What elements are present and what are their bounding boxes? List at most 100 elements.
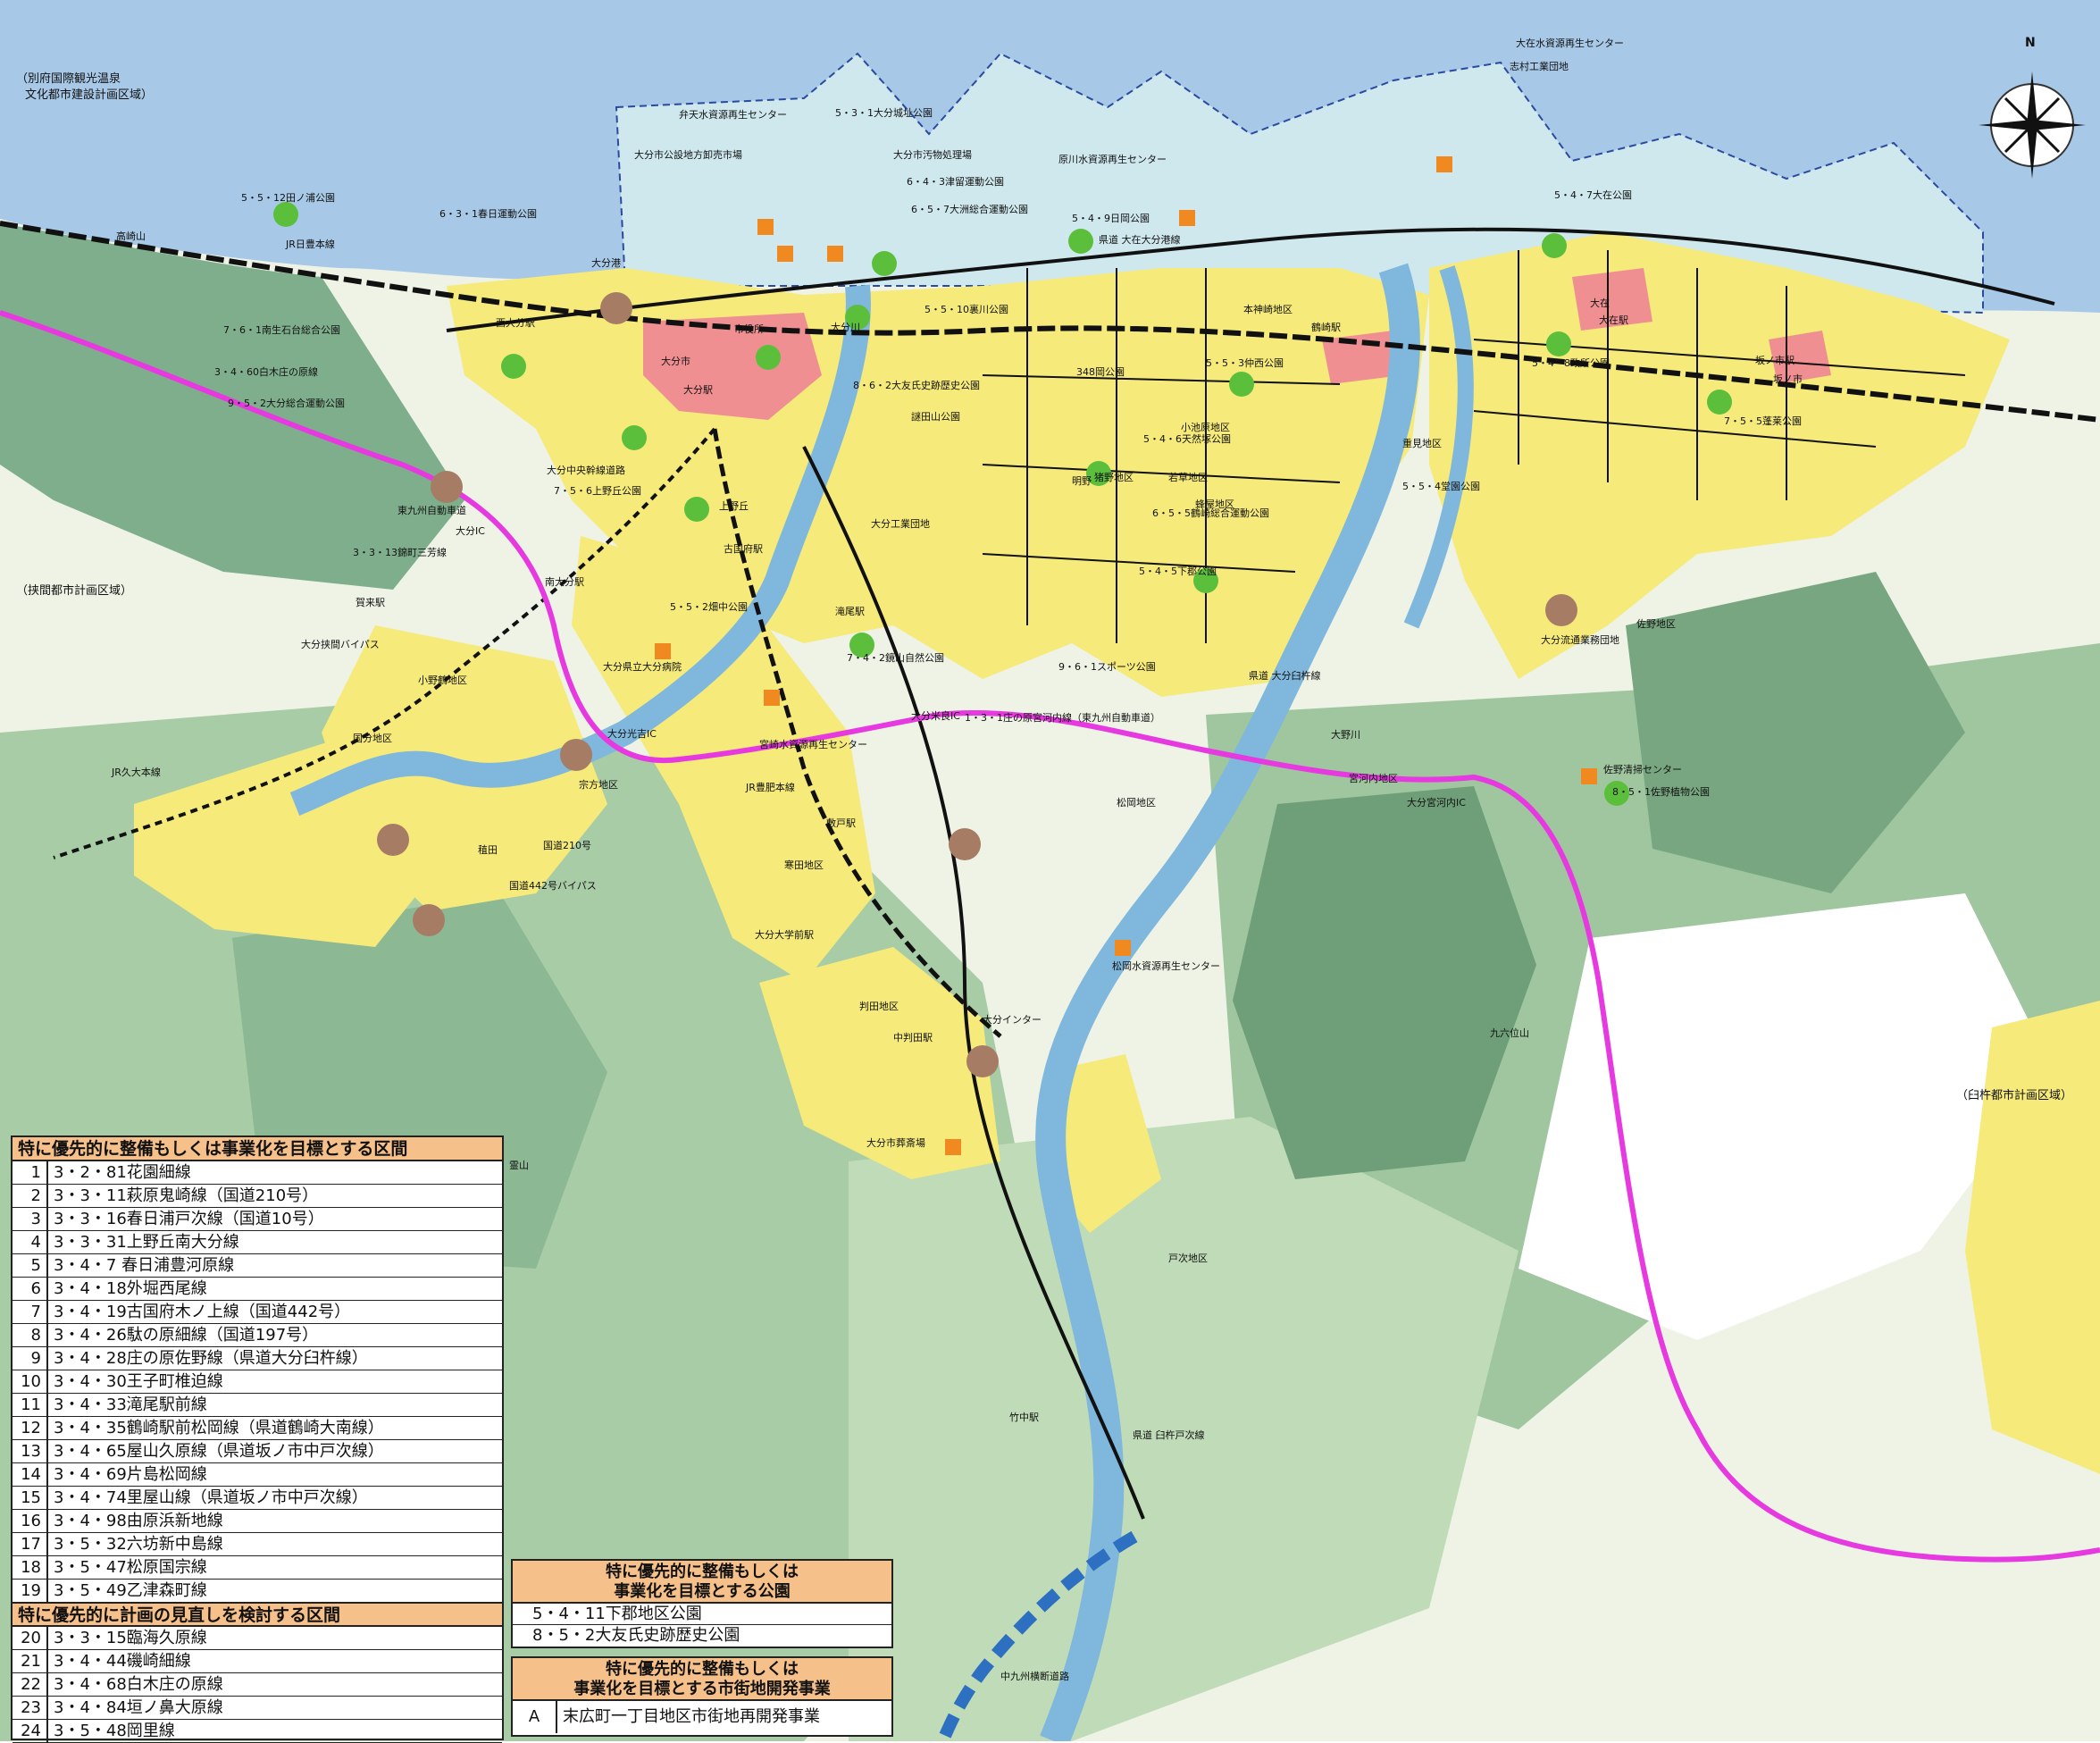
oka-label: 348岡公園 (1076, 366, 1125, 378)
legend-redev-name: 末広町一丁目地区市街地再開発事業 (563, 1707, 820, 1726)
legend-priority-parks: 特に優先的に整備もしくは 事業化を目標とする公園 5・4・11下郡地区公園 8・… (511, 1559, 893, 1648)
ic-marker (560, 739, 592, 771)
park-marker (1193, 568, 1218, 593)
ken-ozai-label: 県道 大在大分港線 (1099, 233, 1181, 246)
ueno-label: 上野丘 (719, 500, 749, 512)
otsu-river (1403, 265, 1474, 629)
legend-road-number: 11 (13, 1394, 48, 1416)
higashi-kyushu-label: 1・3・1庄の原宮河内線（東九州自動車道） (965, 711, 1160, 724)
onoyama-label: 大分大学前駅 (755, 928, 814, 941)
shiki-label: 敷戸駅 (826, 817, 856, 829)
takenaka-label: 竹中駅 (1009, 1411, 1039, 1423)
wakakusa-label: 若草地区 (1168, 472, 1208, 483)
region-beppu-1: （別府国際観光温泉 (16, 71, 121, 86)
legend-road-number: 6 (13, 1278, 48, 1300)
mitsuyoshi-label: 3・3・13錦町三芳線 (353, 546, 447, 558)
oita-port-label: 大分港 (591, 256, 621, 269)
miyagawauchi-label: 宮河内地区 (1349, 772, 1398, 784)
sports-park-label: 9・6・1スポーツ公園 (1058, 661, 1156, 673)
inokuchi-label: 猪野地区 (1094, 472, 1134, 483)
market-label: 大分市公設地方卸売市場 (634, 148, 742, 161)
facility-marker (827, 246, 843, 262)
forest-west (0, 223, 464, 590)
jr-nippo-label: JR日豊本線 (285, 238, 335, 250)
legend-road-name: 3・4・44磯崎細線 (54, 1652, 191, 1671)
legend-road-name: 3・5・48岡里線 (54, 1722, 175, 1740)
legend-road-name: 3・5・32六坊新中島線 (54, 1535, 223, 1554)
higashi-expwy-label: 東九州自動車道 (397, 504, 466, 516)
legend-park-item: 5・4・11下郡地区公園 (513, 1604, 891, 1625)
legend-road-name: 3・3・15臨海久原線 (54, 1629, 207, 1647)
legend-road-number: 23 (13, 1697, 48, 1719)
matsuoka-water-label: 松岡水資源再生センター (1112, 959, 1220, 972)
kunisaki-st-label: 重見地区 (1402, 437, 1442, 449)
legend-road-name: 3・5・47松原国宗線 (54, 1558, 207, 1577)
munekata-label: 宗方地区 (579, 778, 618, 791)
urban-west (134, 733, 447, 947)
facility-marker (1179, 210, 1195, 226)
ozai-label: 大在 (1590, 297, 1610, 309)
benten-water-label: 弁天水資源再生センター (679, 108, 787, 121)
ooita-kogyo-label: 大分工業団地 (871, 517, 930, 530)
minami-oita-label: 南大分駅 (545, 575, 584, 588)
facility-marker (777, 246, 793, 262)
kokudo442-label: 国道442号バイパス (509, 879, 597, 892)
legend-road-name: 3・4・84垣ノ鼻大原線 (54, 1698, 223, 1717)
sports9-label: 9・5・2大分総合運動公園 (228, 397, 345, 409)
mera-ic-label: 大分米良IC (911, 709, 960, 722)
ic-marker (413, 904, 445, 936)
legend-redev-header: 特に優先的に整備もしくは 事業化を目標とする市街地開発事業 (513, 1658, 891, 1701)
higashi-kyushu-expressway (0, 310, 2100, 1563)
commercial-center (643, 313, 822, 420)
onoya-label: 小野鶴地区 (418, 674, 467, 686)
road-grid-central (982, 268, 1341, 643)
facility-marker (1115, 940, 1131, 956)
legend-road-name: 3・5・49乙津森町線 (54, 1581, 207, 1600)
ryutsu-label: 大分流通業務団地 (1541, 633, 1619, 646)
legend-road-name: 3・3・31上野丘南大分線 (54, 1233, 239, 1252)
nishi-oita-label: 西大分駅 (496, 316, 535, 329)
park-marker (849, 633, 874, 658)
oita-ic-label: 大分IC (456, 524, 485, 537)
road-10 (802, 446, 1145, 1520)
ic-marker (949, 828, 981, 860)
legend-road-name: 3・3・11萩原鬼崎線（国道210号） (54, 1186, 319, 1205)
tsurusaki-label: 鶴崎駅 (1311, 321, 1341, 333)
park-marker (1086, 461, 1111, 486)
harakawa-label: 原川水資源再生センター (1058, 153, 1167, 165)
legend-road-number: 12 (13, 1417, 48, 1439)
saijo-label: 大分市葬斎場 (866, 1136, 925, 1149)
nakajima-label: 5・5・3仲西公園 (1206, 356, 1284, 369)
legend-road-number: 14 (13, 1463, 48, 1486)
kamino-label: 7・5・6上野丘公園 (554, 485, 641, 497)
legend-road-name: 3・4・18外堀西尾線 (54, 1279, 207, 1298)
legend-road-name: 3・4・30王子町椎迫線 (54, 1372, 223, 1391)
park-marker (501, 354, 526, 379)
park-marker (756, 345, 781, 370)
forest-dark2 (1626, 572, 1965, 893)
interchange-markers (377, 292, 1577, 1077)
legend-redev-header-line2: 事業化を目標とする市街地開発事業 (573, 1680, 831, 1698)
legend-road-number: 24 (13, 1720, 48, 1742)
legend-parks-header-line1: 特に優先的に整備もしくは (606, 1563, 799, 1581)
park-marker (845, 305, 870, 330)
ozai-st-label: 大在駅 (1599, 314, 1628, 326)
legend-road-name: 3・4・35鶴崎駅前松岡線（県道鶴崎大南線） (54, 1419, 384, 1437)
legend-roads-header-1: 特に優先的に整備もしくは事業化を目標とする区間 (13, 1137, 502, 1161)
onogawa-label: 大野川 (1331, 728, 1360, 741)
legend-road-number: 8 (13, 1324, 48, 1346)
